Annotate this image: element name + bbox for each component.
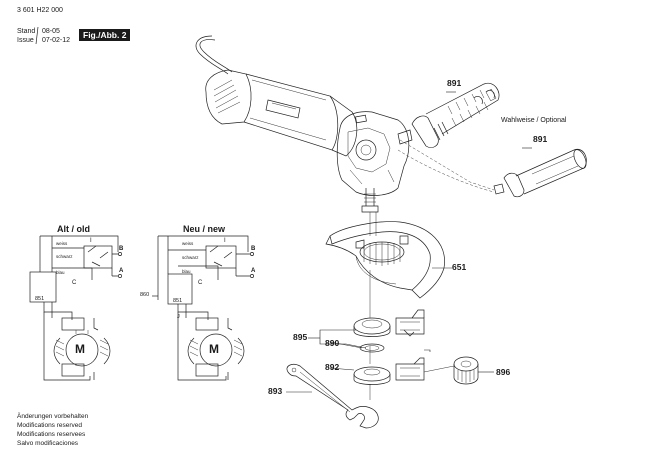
power-cord (199, 39, 233, 73)
issue-value: 07-02-12 (42, 37, 71, 44)
wire-label-blau-old: blau (56, 270, 65, 275)
wire-label-weiss-old: weiss (56, 241, 68, 246)
issue-label: Issue (17, 37, 34, 44)
part-number: 3 601 H22 000 (17, 7, 63, 14)
figure-label: Fig./Abb. 2 (79, 29, 131, 41)
footer-notes: Änderungen vorbehalten Modifications res… (17, 412, 88, 448)
terminal-a-old: A (119, 268, 124, 274)
callout-891-handle: 891 (447, 78, 462, 88)
footer-line: Änderungen vorbehalten (17, 413, 89, 420)
wiring-old-title: Alt / old (57, 224, 90, 234)
wiring-new-title: Neu / new (183, 224, 226, 234)
callout-651: 651 (452, 262, 467, 272)
wire-label-schwarz-old: schwarz (56, 254, 73, 259)
clamping-nut (353, 356, 479, 385)
footer-line: Modifications reservees (17, 431, 86, 438)
wire-label-schwarz-new: schwarz (182, 255, 199, 260)
terminal-b-old: B (119, 246, 124, 252)
terminal-c-old: C (72, 280, 77, 286)
optional-note: Wahlweise / Optional (501, 117, 567, 124)
motor-symbol-old: M (75, 342, 85, 356)
stand-value: 08-05 (42, 28, 60, 35)
terminal-c-new: C (198, 280, 203, 286)
terminal-a-new: A (251, 268, 256, 274)
stand-label: Stand (17, 28, 36, 35)
footer-line: Salvo modificaciones (17, 440, 79, 447)
angle-grinder (205, 69, 410, 213)
footer-line: Modifications reserved (17, 422, 83, 429)
auxiliary-handle-antivibration (397, 82, 500, 148)
callout-896: 896 (496, 367, 511, 377)
component-851-old: 851 (35, 296, 45, 302)
callout-892: 892 (325, 362, 340, 372)
callout-890: 890 (325, 338, 340, 348)
wiring-diagram-new (152, 235, 254, 381)
terminal-i-new: I (224, 238, 226, 244)
terminal-j: J (177, 314, 180, 320)
motor-symbol-new: M (209, 342, 219, 356)
component-860: 860 (140, 292, 150, 298)
terminal-i-old: I (90, 238, 92, 244)
wire-label-blau-new: blau (182, 269, 191, 274)
callout-893: 893 (268, 386, 283, 396)
callout-895: 895 (293, 332, 308, 342)
auxiliary-handle-standard (493, 148, 587, 198)
wire-label-weiss-new: weiss (182, 241, 194, 246)
terminal-b-new: B (251, 246, 256, 252)
wiring-diagram-old (29, 235, 122, 381)
component-851-new: 851 (173, 298, 183, 304)
protective-guard (325, 221, 445, 299)
mounting-flange (353, 309, 425, 353)
callout-891-side: 891 (533, 134, 548, 144)
pin-spanner (286, 364, 379, 429)
